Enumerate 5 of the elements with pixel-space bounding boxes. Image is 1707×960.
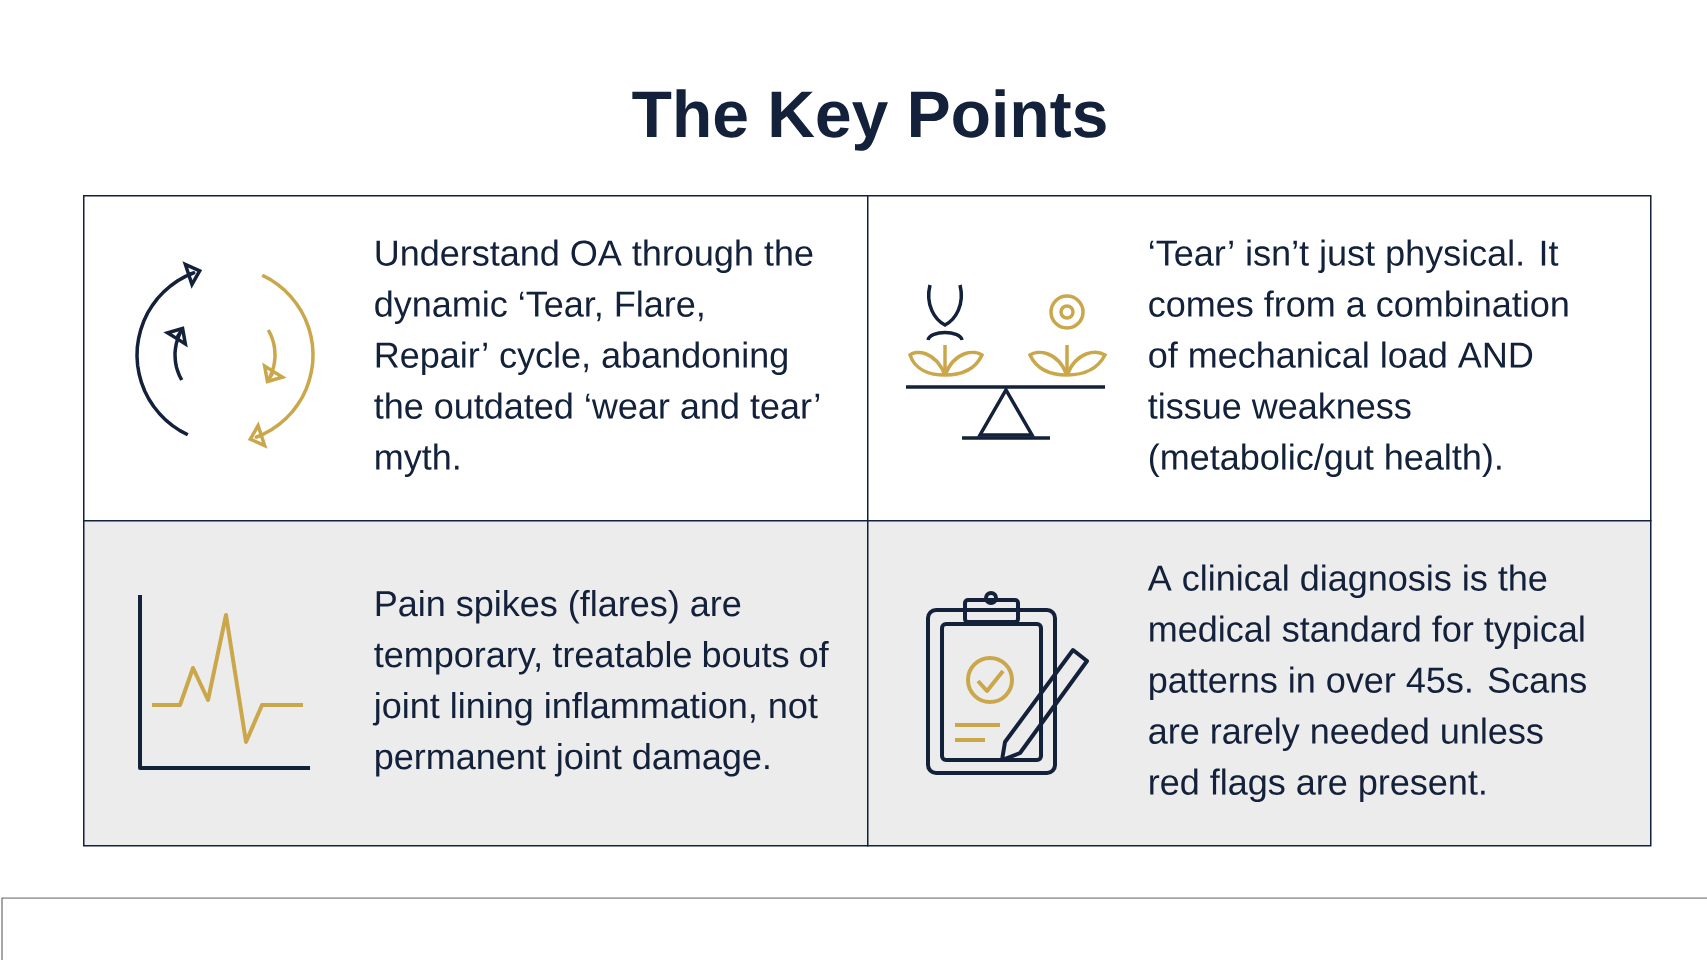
text-cell: A clinical diagnosis is the medical standard for typical patterns in over 45s. Scans are rarely needed unless red flags are present.	[867, 520, 1652, 847]
text-cell: Pain spikes (flares) are temporary, treatable bouts of joint lining inflammation, not permanent joint damage.	[83, 520, 869, 847]
text-cell: Understand OA through the dynamic ‘Tear, Flare, Repair’ cycle, abandoning the outdated ‘wear and tear’ myth.	[83, 195, 869, 522]
title: The Key Points	[632, 89, 1106, 151]
text-cell: ‘Tear’ isn’t just physical. It comes from a combination of mechanical load AND tissue weakness (metabolic/gut health).	[867, 195, 1652, 522]
